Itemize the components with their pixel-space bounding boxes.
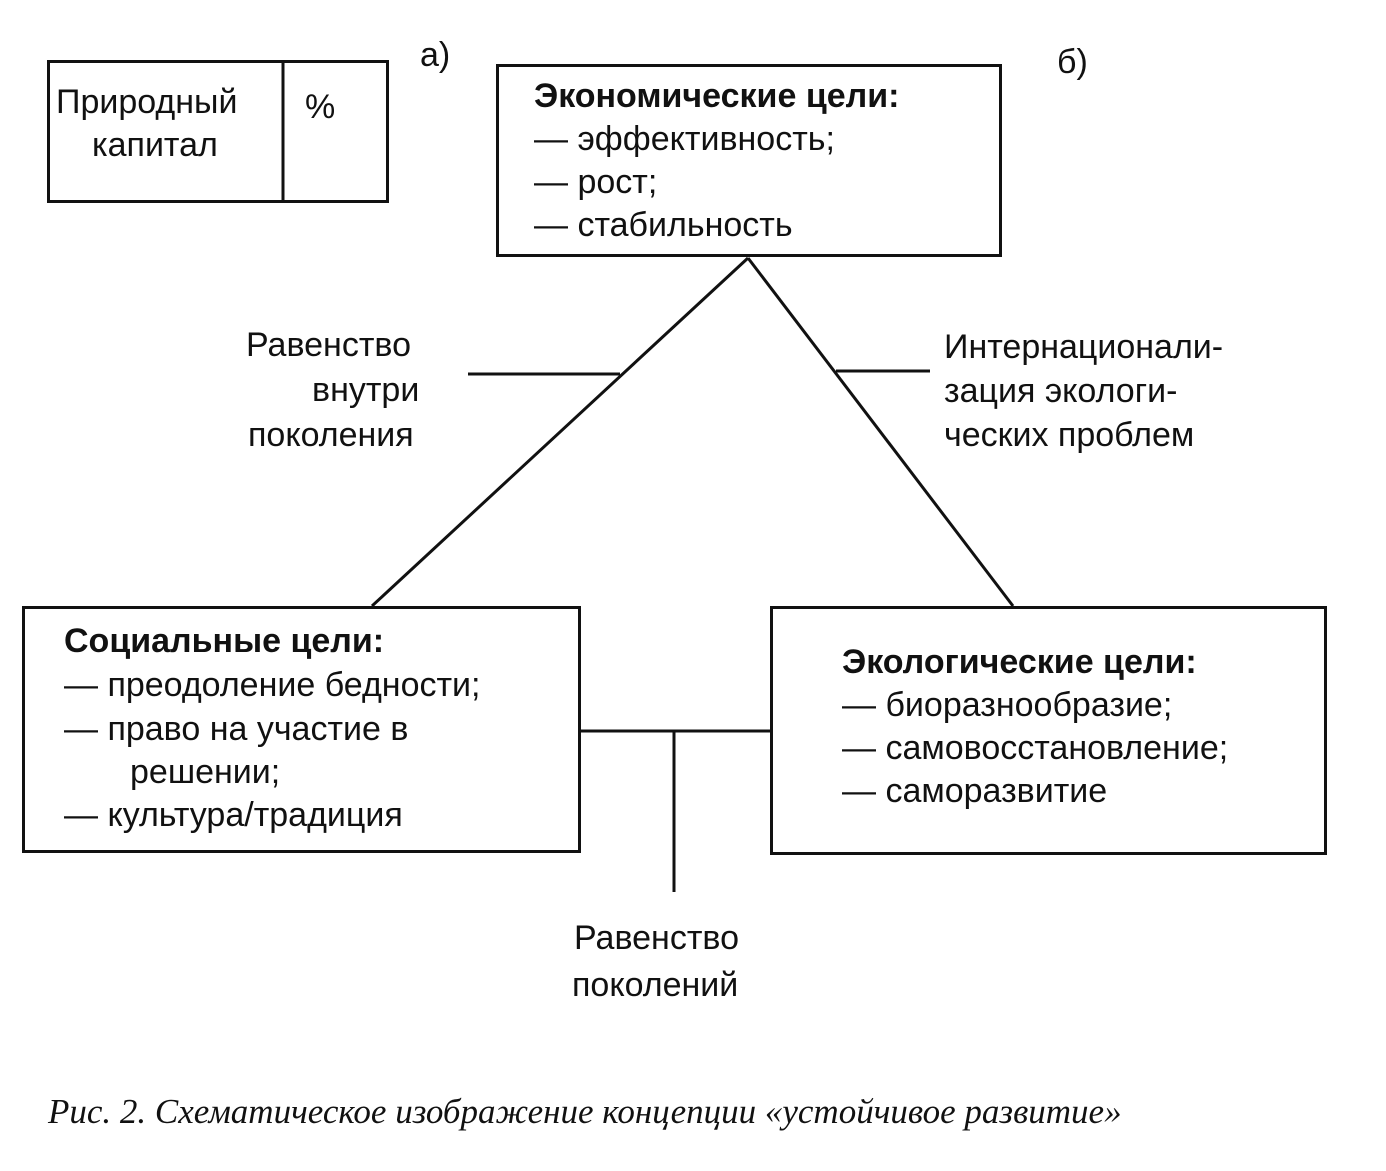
social-goal-item: — преодоление бедности; [64, 666, 481, 704]
ecological-goals-box [770, 606, 1327, 855]
bottom-link-text-line2: поколений [572, 966, 739, 1004]
part-b-label: б) [1057, 43, 1088, 81]
bottom-link-text-line1: Равенство [574, 919, 739, 957]
ecological-goal-item: — самовосстановление; [842, 729, 1229, 767]
percent-label: % [305, 88, 336, 126]
left-link-text-line1: Равенство [246, 326, 411, 364]
natural-capital-label-line1: Природный [56, 83, 238, 121]
social-goal-item: — культура/традиция [64, 796, 403, 834]
ecological-goal-item: — саморазвитие [842, 772, 1108, 810]
economic-goals-box [496, 64, 1002, 257]
economic-goal-item: — стабильность [534, 206, 793, 244]
triangle-left-edge [370, 256, 750, 608]
economic-goal-item: — рост; [534, 163, 658, 201]
social-goals-box [22, 606, 581, 853]
ecological-goal-item: — биоразнообразие; [842, 686, 1173, 724]
natural-capital-label-line2: капитал [92, 126, 218, 164]
economic-goals-title: Экономические цели: [534, 77, 900, 115]
left-link-text-line2: внутри [312, 371, 420, 409]
ecological-goals-title: Экологические цели: [842, 643, 1197, 681]
right-link-text-line2: зация экологи- [944, 372, 1178, 410]
figure-caption: Рис. 2. Схематическое изображение концеп… [48, 1092, 1122, 1131]
social-goals-title: Социальные цели: [64, 622, 385, 660]
natural-capital-table [47, 60, 389, 203]
social-goal-item: решении; [130, 753, 281, 791]
right-link-text-line3: ческих проблем [944, 416, 1195, 454]
part-a-label: а) [420, 36, 451, 74]
economic-goal-item: — эффективность; [534, 120, 835, 158]
triangle-right-edge [746, 257, 1015, 607]
right-link-text-line1: Интернационали- [944, 328, 1224, 366]
left-link-text-line3: поколения [248, 416, 414, 454]
social-goal-item: — право на участие в [64, 710, 409, 748]
